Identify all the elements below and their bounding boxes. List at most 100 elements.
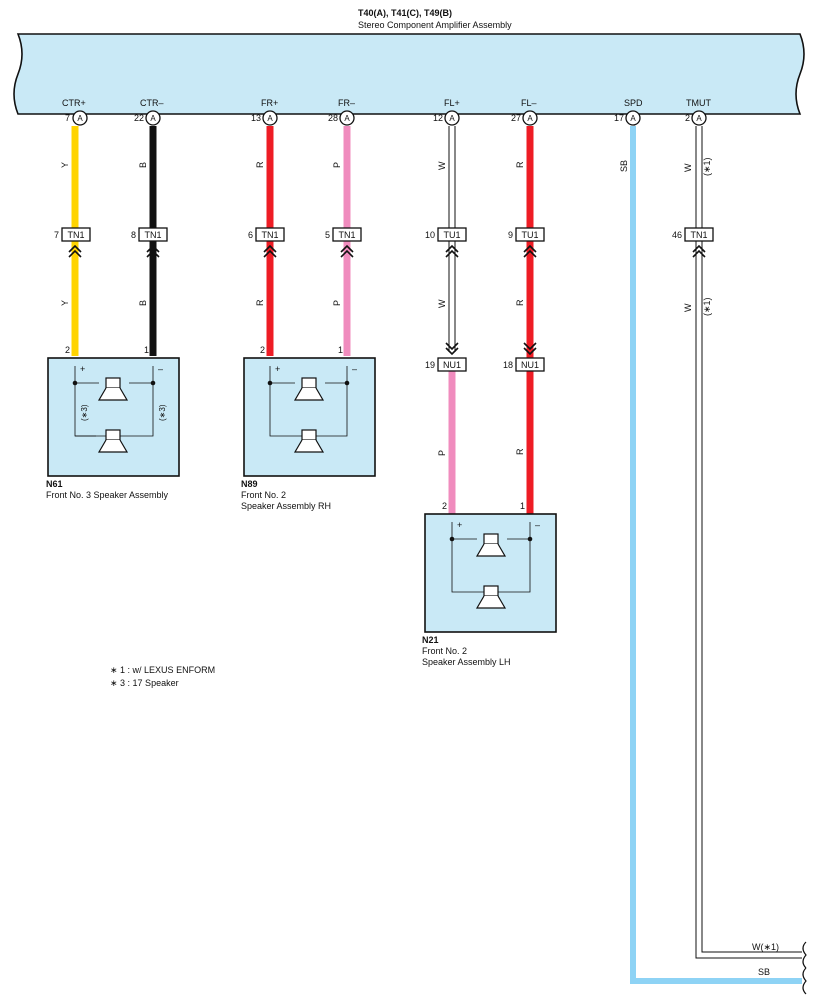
junction-name-nu1-19: NU1 — [443, 360, 461, 370]
terminal-label-fr-minus: FR– — [338, 98, 355, 108]
n61-note-right: (∗3) — [158, 404, 167, 421]
terminal-label-fr-plus: FR+ — [261, 98, 278, 108]
color-spd: SB — [619, 160, 629, 172]
footnote-3: ∗ 3 : 17 Speaker — [110, 678, 179, 688]
continuation-brace-icons — [802, 941, 807, 995]
amp-conn-fr-minus: A — [344, 114, 350, 123]
amp-conn-tmut: A — [696, 114, 702, 123]
exit-label-spd: SB — [758, 967, 770, 977]
amplifier-connectors: T40(A), T41(C), T49(B) — [358, 8, 452, 18]
speaker-n61 — [47, 357, 180, 477]
color-ctr-minus-lower: B — [138, 300, 148, 306]
n89-name-line1: Front No. 2 — [241, 490, 286, 500]
color-fl-minus-lower: R — [515, 448, 525, 455]
junction-name-tn1-7: TN1 — [67, 230, 84, 240]
color-fr-minus-upper: P — [332, 162, 342, 168]
n89-plus-symbol: + — [275, 364, 280, 374]
terminal-label-ctr-minus: CTR– — [140, 98, 164, 108]
color-fr-plus-upper: R — [255, 161, 265, 168]
junction-pin-nu1-18: 18 — [503, 360, 513, 370]
junction-names: TN1 TN1 TN1 TN1 TU1 TU1 TN1 NU1 NU1 — [67, 230, 707, 370]
n89-name-line2: Speaker Assembly RH — [241, 501, 331, 511]
junction-name-tn1-5: TN1 — [338, 230, 355, 240]
amplifier-name: Stereo Component Amplifier Assembly — [358, 20, 512, 30]
n89-code: N89 — [241, 479, 258, 489]
color-tmut-upper: W — [683, 163, 693, 172]
wire-tmut — [695, 126, 802, 959]
terminal-label-spd: SPD — [624, 98, 643, 108]
n61-plus-symbol: + — [80, 364, 85, 374]
color-ctr-plus-upper: Y — [60, 162, 70, 168]
junction-pin-tn1-7: 7 — [54, 230, 59, 240]
junction-pin-tn1-46: 46 — [672, 230, 682, 240]
color-fl-plus-lower: P — [437, 450, 447, 456]
terminal-label-ctr-plus: CTR+ — [62, 98, 86, 108]
amp-pins — [72, 110, 707, 126]
junction-name-tn1-46: TN1 — [690, 230, 707, 240]
amp-pin-spd: 17 — [614, 113, 624, 123]
amp-pin-ctr-plus: 7 — [65, 113, 70, 123]
color-fl-plus-middle: W — [437, 299, 447, 308]
amp-conn-ctr-minus: A — [150, 114, 156, 123]
n21-pin-minus: 1 — [520, 501, 525, 511]
exit-label-tmut: W(∗1) — [752, 942, 779, 952]
chevron-up-icons — [68, 244, 706, 258]
junction-pins: 7 8 6 5 10 9 46 19 18 — [54, 230, 682, 370]
chevron-down-icons — [445, 342, 537, 356]
n21-plus-symbol: + — [457, 520, 462, 530]
junction-pin-tn1-8: 8 — [131, 230, 136, 240]
amp-pin-ctr-minus: 22 — [134, 113, 144, 123]
junction-pin-tn1-6: 6 — [248, 230, 253, 240]
terminal-label-fl-plus: FL+ — [444, 98, 460, 108]
amp-pin-fl-minus: 27 — [511, 113, 521, 123]
amp-pin-fl-plus: 12 — [433, 113, 443, 123]
color-fr-minus-lower: P — [332, 300, 342, 306]
junction-boxes — [61, 227, 714, 372]
junction-name-tn1-8: TN1 — [144, 230, 161, 240]
junction-pin-tn1-5: 5 — [325, 230, 330, 240]
n61-note-left: (∗3) — [80, 404, 89, 421]
junction-pin-tu1-9: 9 — [508, 230, 513, 240]
color-tmut-lower: W — [683, 303, 693, 312]
n61-minus-symbol: – — [158, 364, 163, 374]
n61-pin-minus: 1 — [144, 345, 149, 355]
footnote-1: ∗ 1 : w/ LEXUS ENFORM — [110, 665, 215, 675]
color-ctr-plus-lower: Y — [60, 300, 70, 306]
junction-name-tu1-9: TU1 — [521, 230, 538, 240]
junction-name-tu1-10: TU1 — [443, 230, 460, 240]
n21-pin-plus: 2 — [442, 501, 447, 511]
amp-pin-tmut: 2 — [685, 113, 690, 123]
n89-pin-minus: 1 — [338, 345, 343, 355]
wire-spd — [630, 126, 802, 984]
note-tmut-lower: (∗1) — [702, 297, 712, 316]
color-fl-minus-middle: R — [515, 299, 525, 306]
junction-pin-tu1-10: 10 — [425, 230, 435, 240]
amp-pin-connectors: A A A A A A A A — [77, 114, 702, 123]
junction-name-nu1-18: NU1 — [521, 360, 539, 370]
n89-pin-plus: 2 — [260, 345, 265, 355]
n61-code: N61 — [46, 479, 63, 489]
note-tmut-upper: (∗1) — [702, 157, 712, 176]
amp-conn-fl-plus: A — [449, 114, 455, 123]
n61-pin-plus: 2 — [65, 345, 70, 355]
amp-pin-fr-minus: 28 — [328, 113, 338, 123]
color-fr-plus-lower: R — [255, 299, 265, 306]
junction-name-tn1-6: TN1 — [261, 230, 278, 240]
n21-name-line1: Front No. 2 — [422, 646, 467, 656]
color-fl-plus-upper: W — [437, 161, 447, 170]
color-ctr-minus-upper: B — [138, 162, 148, 168]
speaker-n89 — [243, 357, 376, 477]
amp-conn-spd: A — [630, 114, 636, 123]
amp-conn-ctr-plus: A — [77, 114, 83, 123]
amp-conn-fr-plus: A — [267, 114, 273, 123]
n89-minus-symbol: – — [352, 364, 357, 374]
n21-code: N21 — [422, 635, 439, 645]
wire-color-codes: Y Y B B R R P P W W P R R R SB W (∗1) W … — [60, 157, 712, 456]
terminal-label-tmut: TMUT — [686, 98, 711, 108]
amp-pin-fr-plus: 13 — [251, 113, 261, 123]
amp-conn-fl-minus: A — [527, 114, 533, 123]
terminal-label-fl-minus: FL– — [521, 98, 537, 108]
n61-name: Front No. 3 Speaker Assembly — [46, 490, 169, 500]
amp-pin-numbers: 7 22 13 28 12 27 17 2 — [65, 113, 690, 123]
